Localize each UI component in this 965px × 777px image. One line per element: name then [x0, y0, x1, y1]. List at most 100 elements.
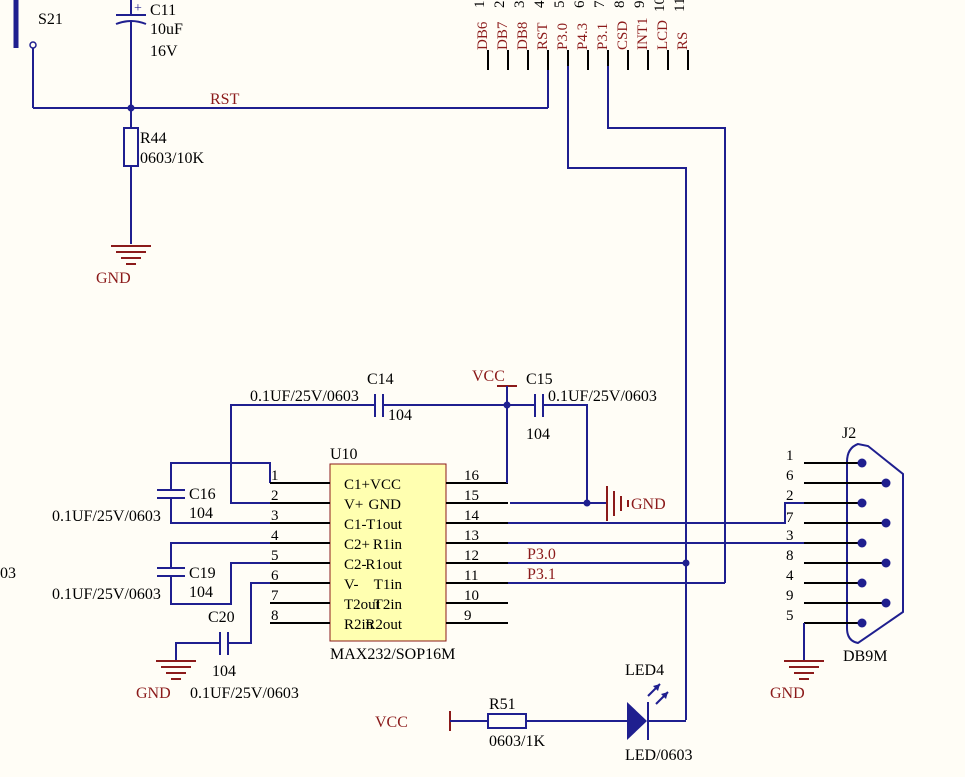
c11-voltage: 16V [150, 43, 178, 60]
vcc-label-2: VCC [375, 714, 408, 731]
u10-pin-6: 6 [271, 568, 279, 584]
c20-spec: 0.1UF/25V/0603 [190, 685, 299, 702]
connector-j2: J2 DB9M 1 6 2 7 3 8 4 9 5 [786, 425, 904, 665]
resistor-r51: R51 0603/1K [487, 696, 627, 750]
header-label-5: P3.0 [555, 23, 571, 50]
j2-pin-1: 1 [786, 448, 794, 464]
c14-spec: 0.1UF/25V/0603 [250, 388, 359, 405]
led4-ref: LED4 [625, 662, 664, 679]
u10-pin-14: 14 [464, 508, 480, 524]
c15-spec: 0.1UF/25V/0603 [548, 388, 657, 405]
c14-ref: C14 [367, 371, 394, 388]
j2-pin-2: 2 [786, 488, 794, 504]
r51-value: 0603/1K [489, 733, 545, 750]
header-label-1: DB6 [475, 21, 491, 50]
gnd-label-3: GND [136, 685, 171, 702]
j2-pin-3: 3 [786, 528, 794, 544]
header-pin-2: 2 [492, 1, 508, 9]
p31-net-label: P3.1 [527, 566, 556, 583]
j2-part: DB9M [843, 648, 887, 665]
u10-name-r2out: R2out [365, 617, 403, 633]
svg-text:+: + [134, 1, 142, 16]
gnd-symbol-2: GND [510, 486, 666, 521]
left-cut-label: 03 [0, 565, 16, 582]
j2-pin-7: 7 [786, 510, 794, 526]
uart-wires: P3.0 P3.1 [506, 405, 804, 584]
header-label-10: LCD [655, 20, 671, 50]
ic-u10: U10 MAX232/SOP16M 1 2 3 4 5 6 7 8 16 15 … [270, 446, 508, 663]
capacitor-c16: C16 0.1UF/25V/0603 104 [52, 462, 271, 525]
u10-pin-10: 10 [464, 588, 479, 604]
c15-ref: C15 [526, 371, 553, 388]
c20-ref: C20 [208, 609, 235, 626]
rst-net-label: RST [210, 91, 240, 108]
u10-pin-4: 4 [271, 528, 279, 544]
gnd-symbol-3: GND [136, 660, 196, 702]
led4-value: LED/0603 [625, 747, 693, 764]
capacitor-c15: C15 0.1UF/25V/0603 104 [507, 371, 657, 503]
r44-ref: R44 [140, 130, 167, 147]
u10-name-vcc: VCC [370, 477, 401, 493]
u10-name-c2m: C2- [344, 557, 367, 573]
header-pin-9: 9 [632, 1, 648, 9]
u10-name-r2in: R2in [344, 617, 374, 633]
u10-name-vm: V- [344, 577, 358, 593]
j2-ref: J2 [842, 425, 856, 442]
vcc-label-1: VCC [472, 368, 505, 385]
gnd-symbol-1: GND [96, 245, 151, 287]
u10-pin-11: 11 [464, 568, 478, 584]
vcc-symbol-1: VCC [472, 368, 517, 483]
u10-name-r1in: R1in [373, 537, 403, 553]
vcc-symbol-2: VCC [375, 711, 488, 731]
c11-ref: C11 [150, 2, 176, 19]
u10-name-t1out: T1out [366, 517, 403, 533]
c20-value: 104 [212, 663, 236, 680]
header-label-3: DB8 [515, 22, 531, 50]
header-pin-8: 8 [612, 1, 628, 9]
u10-pin-9: 9 [464, 608, 472, 624]
u10-name-r1out: R1out [365, 557, 403, 573]
u10-part: MAX232/SOP16M [330, 646, 455, 663]
u10-name-t2in: T2in [374, 597, 403, 613]
u10-pin-5: 5 [271, 548, 279, 564]
header-pin-10: 10 [652, 0, 668, 12]
gnd-label-1: GND [96, 270, 131, 287]
header-label-9: INT1 [635, 18, 651, 51]
header-label-2: DB7 [495, 21, 511, 50]
u10-pin-1: 1 [271, 468, 279, 484]
header-wires [567, 66, 726, 720]
resistor-r44: R44 0603/10K [123, 127, 204, 244]
r51-ref: R51 [489, 696, 516, 713]
u10-pin-8: 8 [271, 608, 279, 624]
u10-pin-2: 2 [271, 488, 279, 504]
p30-net-label: P3.0 [527, 546, 556, 563]
c16-spec: 0.1UF/25V/0603 [52, 508, 161, 525]
u10-name-t2out: T2out [344, 597, 381, 613]
u10-name-c1p: C1+ [344, 477, 370, 493]
u10-pin-12: 12 [464, 548, 479, 564]
header-label-7: P3.1 [595, 23, 611, 50]
u10-pin-16: 16 [464, 468, 480, 484]
header-pin-3: 3 [512, 1, 528, 9]
u10-pin-13: 13 [464, 528, 479, 544]
switch-s21: S21 [13, 0, 63, 108]
j2-pin-9: 9 [786, 588, 794, 604]
c16-value: 104 [189, 505, 213, 522]
u10-name-vp: V+ [344, 497, 363, 513]
header-label-11: RS [675, 32, 691, 50]
c19-spec: 0.1UF/25V/0603 [52, 586, 161, 603]
gnd-symbol-4: GND [770, 660, 824, 702]
u10-pin-3: 3 [271, 508, 279, 524]
j2-pin-8: 8 [786, 548, 794, 564]
capacitor-c19: C19 0.1UF/25V/0603 104 [52, 542, 270, 605]
u10-pin-15: 15 [464, 488, 479, 504]
header-label-6: P4.3 [575, 23, 591, 50]
c19-value: 104 [189, 584, 213, 601]
s21-ref: S21 [38, 11, 63, 28]
header-pin-1: 1 [472, 1, 488, 9]
header-connector: DB6 DB7 DB8 RST P3.0 P4.3 P3.1 CSD INT1 … [472, 0, 691, 70]
rst-net: RST [33, 66, 549, 112]
j2-pin-5: 5 [786, 608, 794, 624]
header-pin-7: 7 [592, 0, 608, 8]
